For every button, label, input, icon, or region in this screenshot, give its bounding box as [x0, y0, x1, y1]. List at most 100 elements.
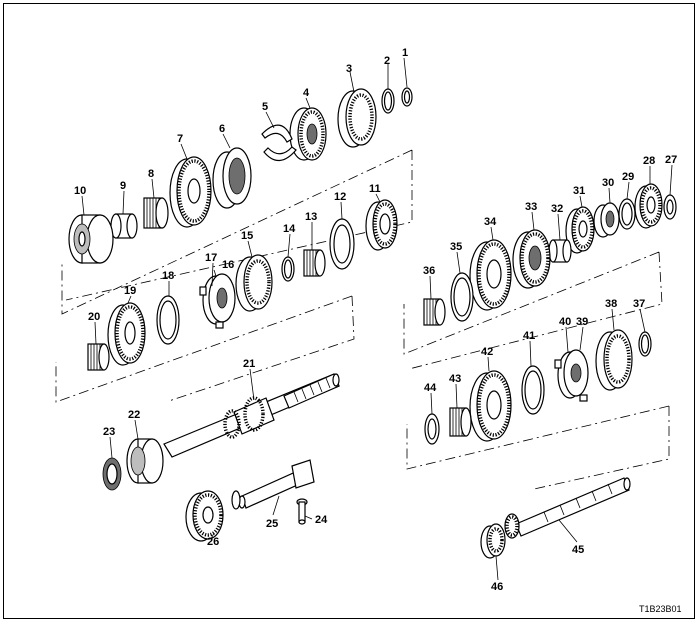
- label-29: 29: [622, 171, 634, 183]
- exploded-transmission-diagram: 1 2 3 4 5 6 7 8 9 10 11 12 13 14 15 16 1…: [55, 47, 682, 614]
- label-38: 38: [605, 298, 617, 310]
- upper-shaft-outline: [61, 149, 413, 315]
- part-22-bearing: [126, 438, 164, 484]
- label-35: 35: [450, 241, 462, 253]
- label-46: 46: [491, 581, 503, 593]
- label-6: 6: [219, 123, 225, 135]
- part-32-collar: [548, 239, 572, 263]
- part-26-gear: [185, 490, 224, 542]
- label-10: 10: [74, 185, 86, 197]
- label-37: 37: [633, 298, 645, 310]
- label-7: 7: [177, 133, 183, 145]
- part-20-needle-bearing: [87, 343, 110, 371]
- figure-code: T1B23B01: [639, 604, 682, 614]
- label-18: 18: [162, 270, 174, 282]
- part-19-gear: [107, 302, 146, 366]
- counter-lower-outline: [406, 405, 670, 490]
- label-43: 43: [449, 373, 461, 385]
- part-3-sleeve: [337, 88, 377, 148]
- part-44-washer: [424, 413, 440, 445]
- label-24: 24: [315, 514, 328, 526]
- part-46-bearing: [480, 523, 506, 559]
- part-37-snap-ring: [638, 331, 652, 357]
- part-33-gear: [512, 229, 551, 289]
- part-34-gear: [469, 239, 512, 311]
- part-21-main-shaft: [163, 373, 340, 458]
- part-27-bearing: [663, 194, 677, 220]
- part-4-synchro-hub: [289, 107, 327, 161]
- label-42: 42: [481, 346, 493, 358]
- label-32: 32: [551, 203, 563, 215]
- label-22: 22: [128, 409, 140, 421]
- label-5: 5: [262, 101, 268, 113]
- label-1: 1: [402, 47, 408, 59]
- label-41: 41: [523, 330, 535, 342]
- counter-upper-outline: [403, 251, 663, 370]
- part-24-bolt: [296, 498, 308, 525]
- part-26-washer: [231, 490, 241, 510]
- part-30-bearing: [593, 202, 620, 238]
- part-1-snap-ring: [401, 87, 413, 107]
- label-21: 21: [243, 358, 255, 370]
- label-34: 34: [484, 216, 497, 228]
- label-36: 36: [423, 265, 435, 277]
- label-2: 2: [384, 55, 390, 67]
- label-25: 25: [266, 518, 278, 530]
- part-29-ring: [618, 198, 636, 230]
- leader-lines: [81, 57, 673, 581]
- part-15-sleeve: [235, 254, 273, 312]
- label-20: 20: [88, 311, 100, 323]
- diagram-frame: 1 2 3 4 5 6 7 8 9 10 11 12 13 14 15 16 1…: [3, 3, 695, 619]
- label-12: 12: [334, 191, 346, 203]
- part-13-needle-bearing: [303, 249, 326, 277]
- part-18-synchro-ring: [156, 295, 180, 345]
- input-shaft-outline: [55, 295, 355, 403]
- part-16-17-synchro-hub: [199, 273, 236, 329]
- label-45: 45: [572, 544, 584, 556]
- part-25-shaft: [238, 459, 315, 509]
- part-labels: 1 2 3 4 5 6 7 8 9 10 11 12 13 14 15 16 1…: [74, 47, 677, 593]
- part-23-seal: [102, 457, 122, 491]
- part-43-needle-bearing: [449, 407, 472, 437]
- part-8-needle-bearing: [143, 197, 169, 229]
- label-14: 14: [283, 223, 296, 235]
- label-8: 8: [148, 168, 154, 180]
- label-44: 44: [424, 382, 437, 394]
- part-45-output-shaft: [504, 477, 631, 539]
- part-10-bearing: [68, 214, 114, 264]
- part-5-half-washers: [261, 124, 297, 162]
- label-19: 19: [124, 285, 136, 297]
- label-30: 30: [602, 177, 614, 189]
- label-4: 4: [303, 87, 310, 99]
- label-33: 33: [525, 201, 537, 213]
- label-27: 27: [665, 154, 677, 166]
- label-17: 17: [205, 252, 217, 264]
- label-15: 15: [241, 230, 253, 242]
- part-14-snap-ring: [281, 256, 295, 282]
- label-26: 26: [207, 536, 219, 548]
- label-40: 40: [559, 316, 571, 328]
- part-12-synchro-ring: [329, 218, 355, 270]
- part-7-gear: [169, 156, 212, 228]
- part-2-ring: [381, 88, 395, 114]
- part-41-synchro-ring: [521, 365, 545, 415]
- label-31: 31: [573, 185, 585, 197]
- part-38-sleeve: [595, 329, 633, 391]
- label-39: 39: [576, 316, 588, 328]
- label-23: 23: [103, 426, 115, 438]
- part-39-40-synchro-hub: [554, 349, 589, 402]
- label-11: 11: [369, 183, 381, 195]
- label-9: 9: [120, 180, 126, 192]
- part-11-gear: [365, 199, 398, 251]
- label-28: 28: [643, 155, 655, 167]
- part-36-needle-bearing: [423, 298, 446, 326]
- part-28-gear: [634, 183, 663, 229]
- label-16: 16: [222, 259, 234, 271]
- label-3: 3: [346, 63, 352, 75]
- part-35-synchro-ring: [450, 272, 474, 322]
- part-42-gear: [469, 370, 512, 442]
- part-31-gear: [565, 206, 595, 254]
- part-6-cone: [212, 147, 252, 209]
- label-13: 13: [305, 211, 317, 223]
- part-9-collar: [110, 213, 138, 239]
